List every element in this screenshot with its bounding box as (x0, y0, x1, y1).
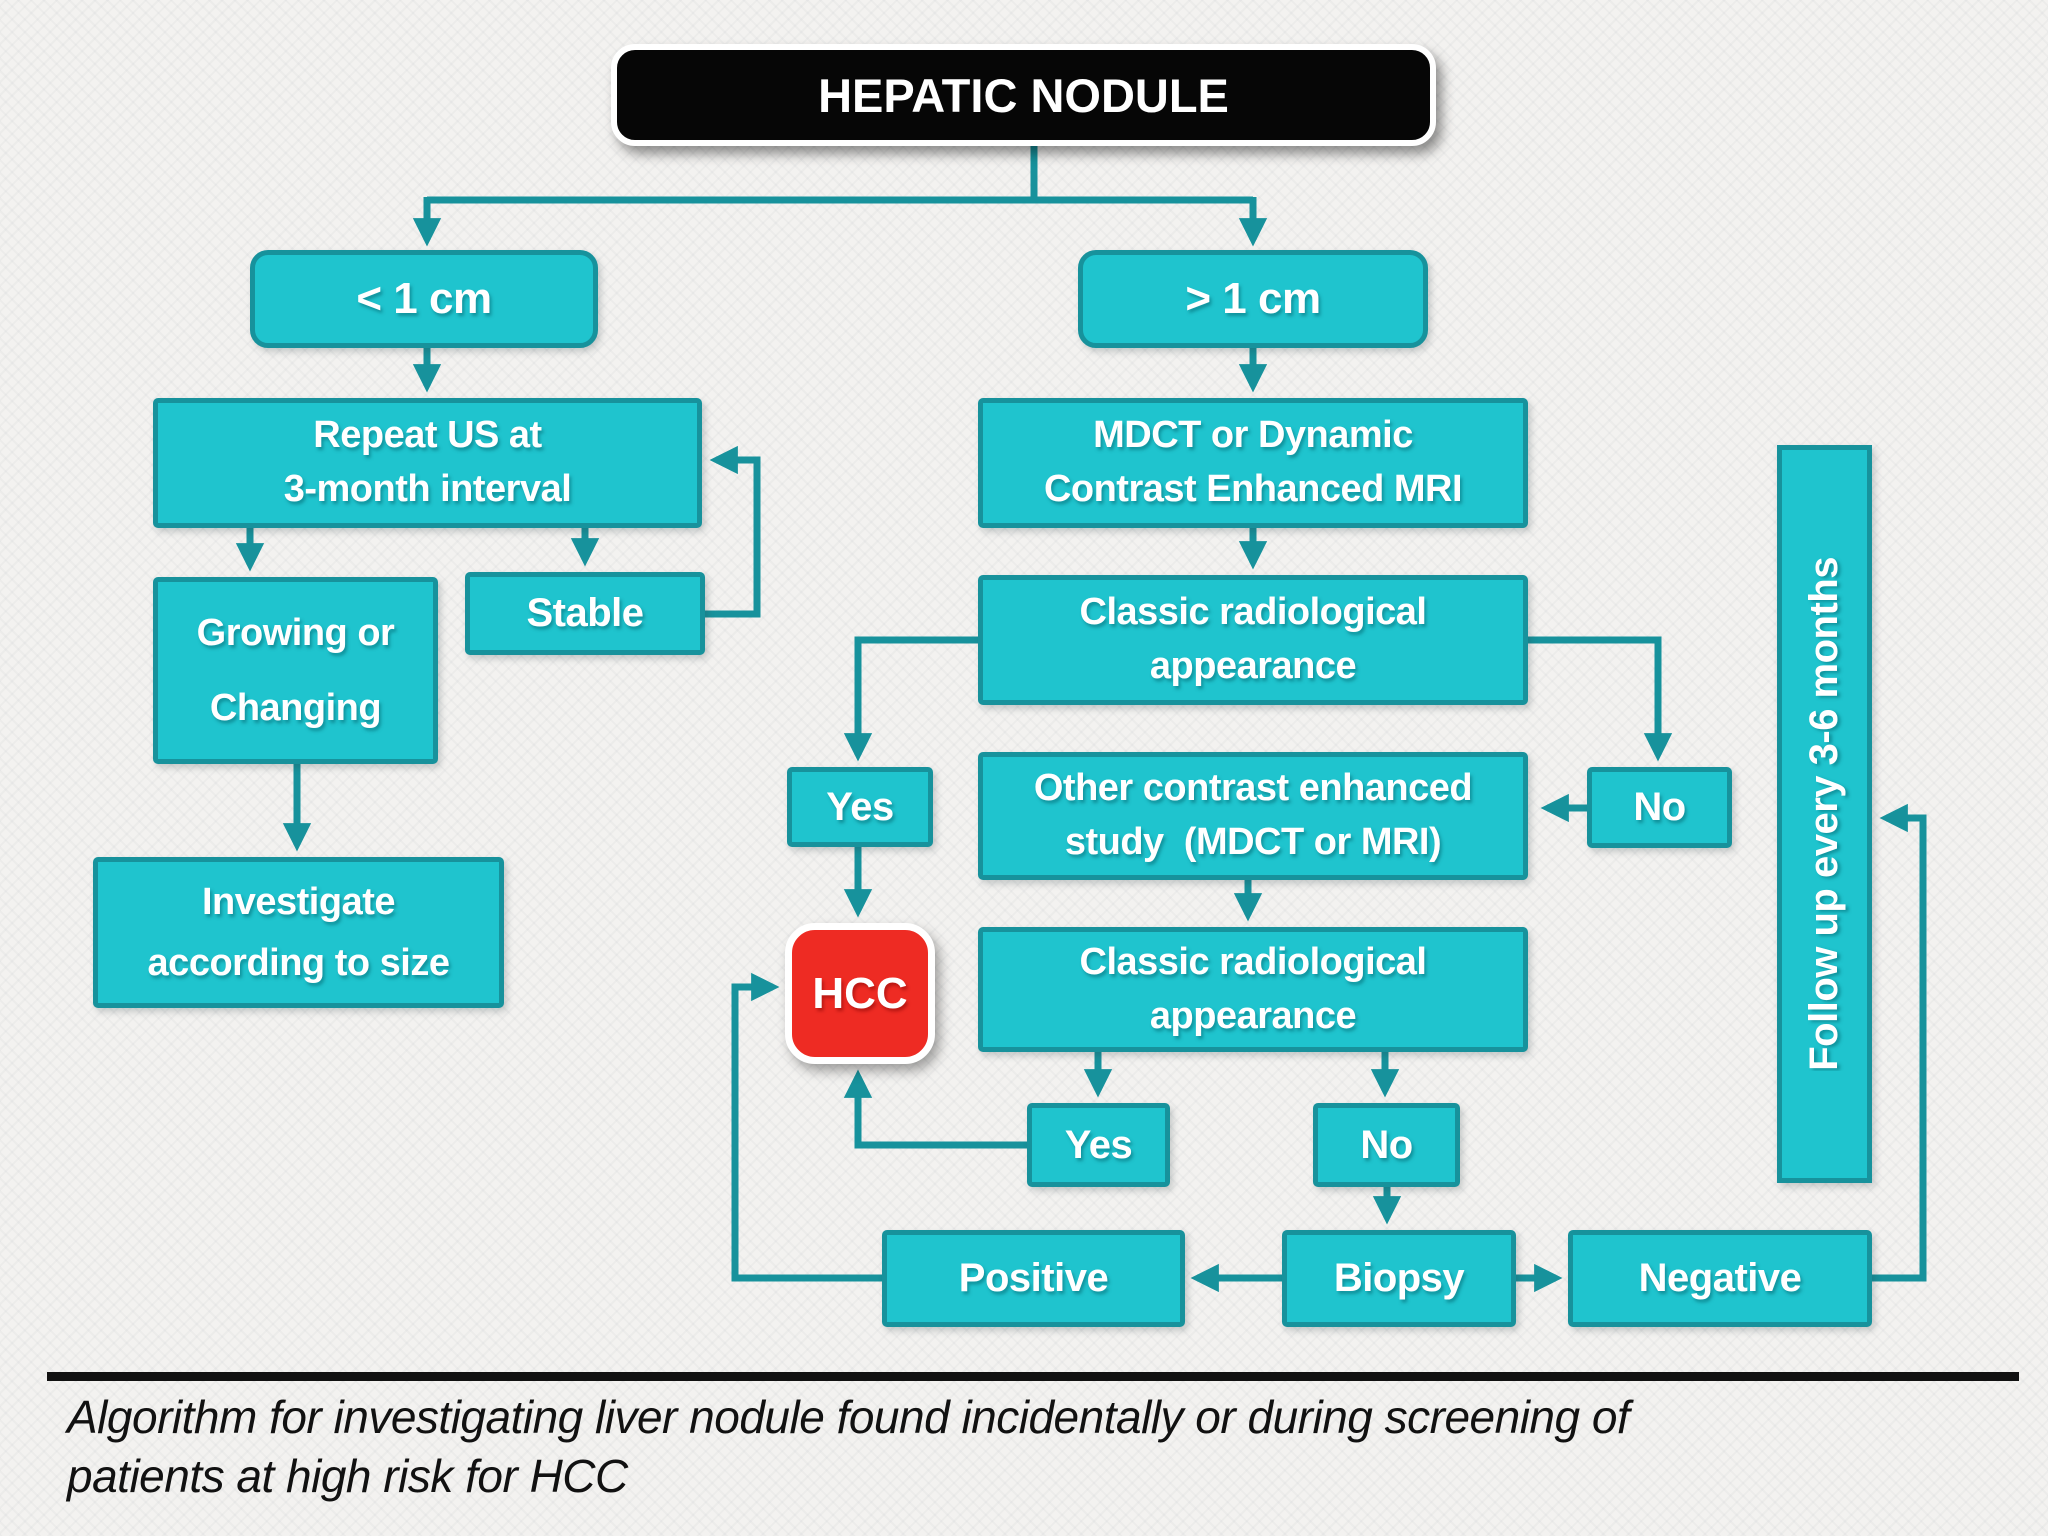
node-stable: Stable (465, 572, 705, 655)
figure-caption-line1: Algorithm for investigating liver nodule… (67, 1391, 1630, 1443)
node-investigate-size-line2: according to size (147, 941, 450, 984)
node-classic-appearance-2-line2: appearance (1149, 994, 1357, 1037)
node-mdct-mri: MDCT or Dynamic Contrast Enhanced MRI (978, 398, 1528, 528)
figure-caption: Algorithm for investigating liver nodule… (67, 1388, 1997, 1506)
node-gt-1cm: > 1 cm (1078, 250, 1428, 348)
connector-cra1-no1 (1528, 636, 1673, 762)
node-investigate-size: Investigate according to size (93, 857, 504, 1008)
node-other-contrast-study: Other contrast enhanced study (MDCT or M… (978, 752, 1528, 880)
node-classic-appearance-2: Classic radiological appearance (978, 927, 1528, 1052)
node-biopsy-label: Biopsy (1333, 1256, 1465, 1300)
node-yes-2: Yes (1027, 1103, 1170, 1187)
node-growing-changing-line1: Growing or (196, 612, 395, 655)
node-no-1: No (1587, 767, 1732, 848)
node-no-2-label: No (1360, 1122, 1413, 1167)
node-classic-appearance-1-line1: Classic radiological (1079, 591, 1427, 634)
figure-caption-line2: patients at high risk for HCC (67, 1449, 628, 1502)
node-other-contrast-study-line2: study (MDCT or MRI) (1064, 821, 1442, 863)
node-negative: Negative (1568, 1230, 1872, 1327)
node-growing-changing-line2: Changing (209, 686, 382, 729)
node-yes-1-label: Yes (826, 784, 894, 829)
node-repeat-us: Repeat US at 3-month interval (153, 398, 702, 528)
node-growing-changing: Growing or Changing (153, 577, 438, 764)
connector-positive-hcc (731, 972, 882, 1282)
node-classic-appearance-2-line1: Classic radiological (1079, 940, 1427, 983)
node-mdct-mri-line1: MDCT or Dynamic (1093, 414, 1413, 457)
node-classic-appearance-1-line2: appearance (1149, 645, 1357, 687)
node-hcc: HCC (785, 923, 935, 1064)
node-yes-1: Yes (787, 767, 933, 847)
node-other-contrast-study-line1: Other contrast enhanced (1033, 767, 1473, 810)
node-hcc-label: HCC (812, 968, 908, 1018)
connector-cra1-yes1 (843, 636, 978, 762)
node-positive-label: Positive (958, 1256, 1109, 1300)
node-hepatic-nodule: HEPATIC NODULE (611, 44, 1436, 146)
node-gt-1cm-label: > 1 cm (1185, 274, 1321, 323)
node-no-2: No (1313, 1103, 1460, 1187)
node-followup-3-6-months-label: Follow up every 3-6 months (1802, 557, 1846, 1071)
node-biopsy: Biopsy (1282, 1230, 1516, 1327)
node-repeat-us-line1: Repeat US at (313, 414, 542, 457)
node-hepatic-nodule-label: HEPATIC NODULE (818, 68, 1229, 122)
node-no-1-label: No (1633, 785, 1686, 829)
node-classic-appearance-1: Classic radiological appearance (978, 575, 1528, 705)
node-stable-label: Stable (526, 591, 644, 635)
connector-stable-loop (705, 445, 761, 618)
node-lt-1cm: < 1 cm (250, 250, 598, 348)
node-followup-3-6-months: Follow up every 3-6 months (1777, 445, 1872, 1183)
node-investigate-size-line1: Investigate (201, 880, 396, 923)
caption-separator-line (47, 1372, 2019, 1381)
node-yes-2-label: Yes (1064, 1122, 1133, 1167)
node-repeat-us-line2: 3-month interval (283, 468, 572, 510)
node-mdct-mri-line2: Contrast Enhanced MRI (1043, 468, 1463, 510)
node-positive: Positive (882, 1230, 1185, 1327)
connector-negative-followup (1872, 803, 1927, 1282)
node-lt-1cm-label: < 1 cm (356, 274, 492, 323)
node-negative-label: Negative (1638, 1256, 1802, 1300)
connector-yes2-hcc (843, 1069, 1027, 1149)
